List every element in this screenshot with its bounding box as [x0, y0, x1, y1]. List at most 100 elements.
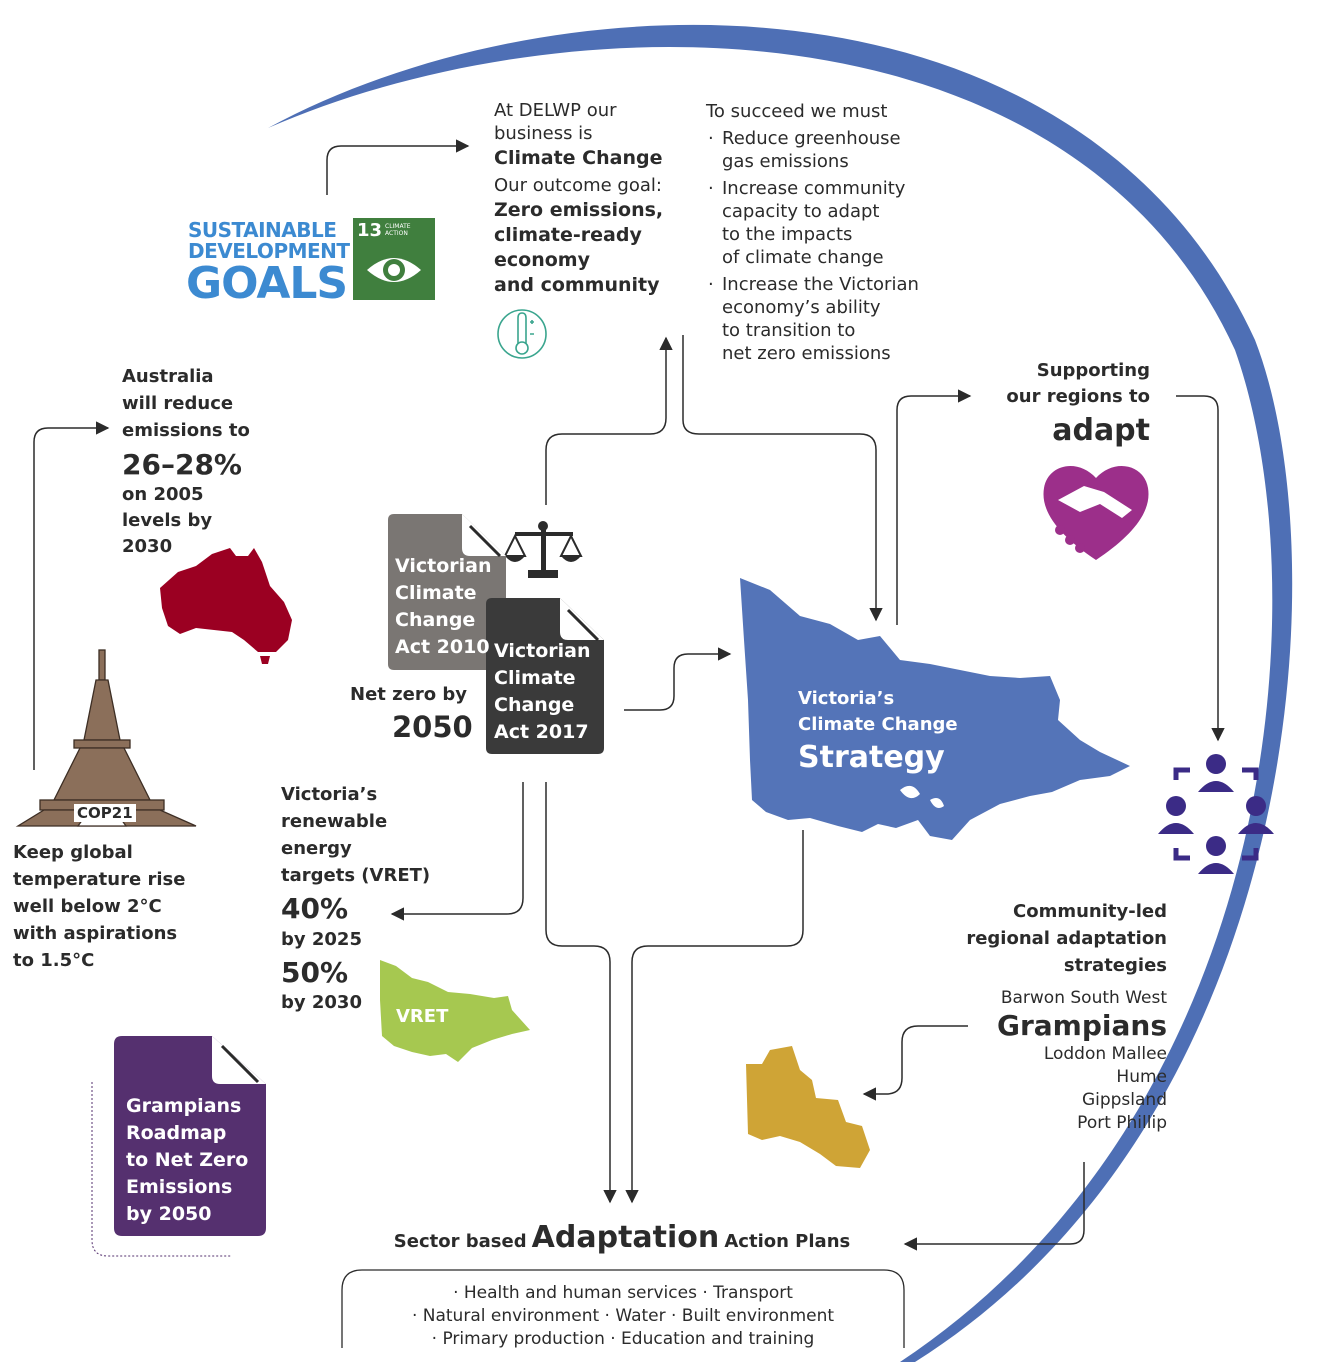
arrow-regions-to-people	[1176, 395, 1225, 742]
vret-line-1: Victoria’s	[281, 784, 378, 805]
region-barwon: Barwon South West	[1000, 988, 1167, 1008]
arrow-act-to-vret	[390, 782, 524, 921]
act-2010-line: Act 2010	[395, 636, 490, 658]
australia-line-2: will reduce	[122, 393, 234, 414]
arrow-community-to-adaptation	[903, 1162, 1085, 1251]
act-2017-line: Climate	[494, 667, 576, 689]
sdg-goal-label: CLIMATE ACTION	[385, 223, 411, 238]
eiffel-tower-icon	[15, 649, 197, 827]
delwp-intro-1: At DELWP our	[494, 100, 617, 121]
regions-line-2: our regions to	[1006, 386, 1150, 407]
roadmap-line: Roadmap	[126, 1122, 227, 1144]
succeed-item-line: Increase the Victorian	[722, 274, 919, 295]
australia-tail-2: levels by	[122, 510, 213, 531]
sectors-bracket	[341, 1269, 905, 1348]
cop-line-3: well below 2°C	[13, 896, 162, 917]
succeed-item: Increase community capacity to adapt to …	[706, 177, 919, 269]
strategy-line-2: Climate Change	[798, 714, 958, 735]
sectors-line-1: · Health and human services · Transport	[453, 1283, 793, 1303]
sectors-line-2: · Natural environment · Water · Built en…	[411, 1306, 835, 1326]
arrow-act-to-adaptation	[545, 782, 617, 1204]
succeed-item: Reduce greenhouse gas emissions	[706, 127, 919, 173]
roadmap-label: Grampians Roadmap to Net Zero Emissions …	[126, 1093, 248, 1228]
arrow-delwp-to-strategy	[682, 335, 883, 622]
vret-map-label: VRET	[396, 1006, 449, 1027]
community-line-3: strategies	[1063, 955, 1167, 976]
region-gippsland: Gippsland	[1081, 1090, 1167, 1110]
delwp-outcome-2: climate-ready	[494, 224, 642, 246]
vret-map	[380, 960, 530, 1062]
sdg-line2: DEVELOPMENT	[188, 239, 350, 263]
delwp-outcome-4: and community	[494, 274, 660, 296]
succeed-item-line: economy’s ability	[722, 297, 881, 318]
act-2010-label: Victorian Climate Change Act 2010	[395, 553, 492, 661]
adaptation-heading: Sector based Adaptation Action Plans	[0, 1220, 1244, 1255]
community-block: Community-led regional adaptation strate…	[966, 898, 1167, 1135]
arrow-strategy-to-regions	[896, 389, 972, 625]
strategy-title: Strategy	[798, 740, 945, 775]
sdg-goal-number: 13	[357, 220, 383, 241]
succeed-item-line: net zero emissions	[722, 343, 891, 364]
vret-line-2: renewable	[281, 811, 388, 832]
region-port-phillip: Port Phillip	[1077, 1113, 1167, 1133]
cop-line-1: Keep global	[13, 842, 133, 863]
vret-target2-by: by 2030	[281, 992, 362, 1013]
succeed-item-line: of climate change	[722, 247, 884, 268]
adaptation-suffix: Action Plans	[724, 1231, 851, 1252]
sdg-logo: SUSTAINABLE DEVELOPMENT GOALS	[186, 218, 350, 309]
succeed-list: Reduce greenhouse gas emissions Increase…	[706, 127, 919, 365]
cop-line-4: with aspirations	[13, 923, 178, 944]
australia-tail-3: 2030	[122, 536, 173, 557]
vret-target2: 50%	[281, 956, 349, 989]
succeed-item: Increase the Victorian economy’s ability…	[706, 273, 919, 365]
victoria-map	[740, 578, 1130, 840]
act-2017-line: Change	[494, 694, 575, 716]
delwp-intro-2: business is	[494, 123, 593, 144]
succeed-item-line: to transition to	[722, 320, 856, 341]
sdg-line1: SUSTAINABLE	[188, 218, 337, 242]
community-line-1: Community-led	[1013, 901, 1167, 922]
arrow-community-to-map	[862, 1025, 968, 1101]
grampians-map	[746, 1046, 870, 1168]
thermometer-icon	[497, 309, 547, 359]
cop21-badge: COP21	[74, 804, 136, 822]
people-network-icon	[1158, 754, 1274, 874]
australia-line-3: emissions to	[122, 420, 250, 441]
vret-line-4: targets (VRET)	[281, 865, 431, 886]
delwp-outcome-intro: Our outcome goal:	[494, 175, 662, 196]
netzero-label: Net zero by	[350, 684, 467, 705]
strategy-line-1: Victoria’s	[798, 688, 895, 709]
succeed-heading: To succeed we must	[706, 101, 888, 122]
adaptation-word: Adaptation	[531, 1220, 720, 1255]
roadmap-line: to Net Zero	[126, 1149, 249, 1171]
arrow-act-to-delwp	[545, 336, 673, 505]
region-loddon: Loddon Mallee	[1043, 1044, 1167, 1064]
act-2017-line: Victorian	[494, 640, 591, 662]
region-hume: Hume	[1116, 1067, 1167, 1087]
cop-line-5: to 1.5°C	[13, 950, 95, 971]
succeed-item-line: to the impacts	[722, 224, 853, 245]
australia-tail-1: on 2005	[122, 484, 204, 505]
community-line-2: regional adaptation	[966, 928, 1167, 949]
sectors-list: · Health and human services · Transport …	[342, 1282, 904, 1351]
succeed-item-line: Reduce greenhouse	[722, 128, 901, 149]
act-2017-label: Victorian Climate Change Act 2017	[494, 638, 591, 746]
succeed-item-line: gas emissions	[722, 151, 849, 172]
arrow-act-to-strategy	[624, 647, 732, 711]
delwp-outcome-1: Zero emissions,	[494, 199, 664, 221]
act-2010-line: Change	[395, 609, 476, 631]
arrow-sdg-to-delwp	[326, 139, 470, 195]
cop-line-2: temperature rise	[13, 869, 186, 890]
roadmap-line: Emissions	[126, 1176, 233, 1198]
act-2010-line: Victorian	[395, 555, 492, 577]
eye-globe-icon	[367, 258, 421, 282]
australia-figure: 26–28%	[122, 448, 242, 481]
act-2017-line: Act 2017	[494, 721, 589, 743]
vret-target1: 40%	[281, 892, 349, 925]
australia-line-1: Australia	[122, 366, 214, 387]
vret-line-3: energy	[281, 838, 352, 859]
netzero-year: 2050	[392, 710, 473, 744]
roadmap-line: by 2050	[126, 1203, 212, 1225]
succeed-item-line: Increase community	[722, 178, 906, 199]
